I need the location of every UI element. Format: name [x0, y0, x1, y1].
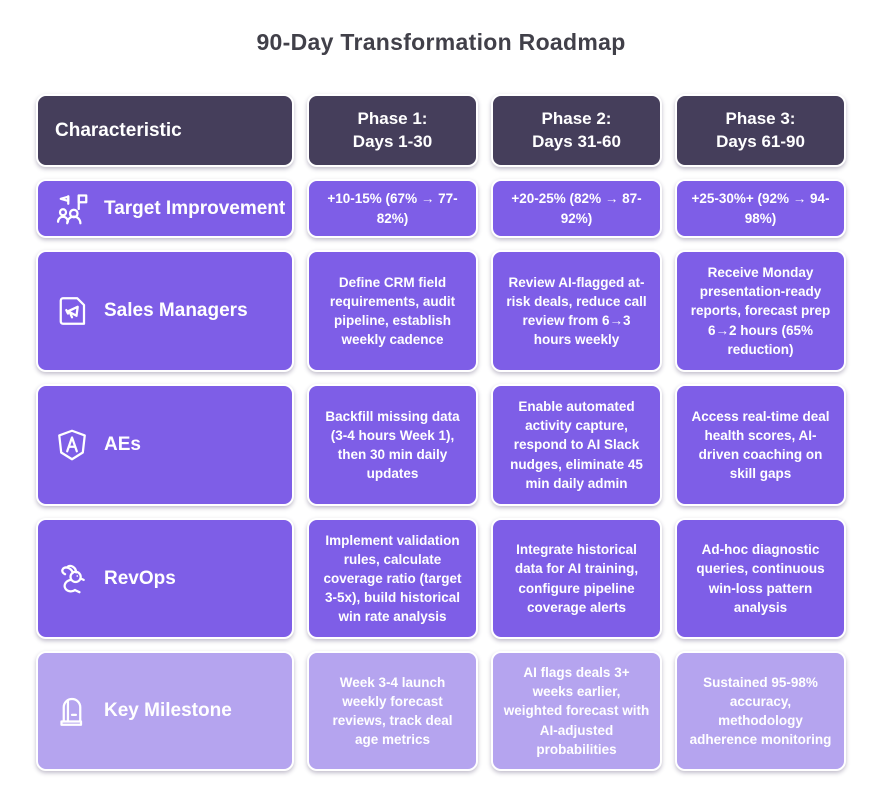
row-label-key-milestone: Key Milestone [36, 651, 294, 771]
cell-aes-phase-1: Backfill missing data (3-4 hours Week 1)… [307, 384, 478, 506]
megaphone-document-icon [54, 293, 90, 329]
header-phase-3: Phase 3: Days 61-90 [675, 94, 846, 167]
row-label-text: AEs [104, 434, 141, 455]
phase-2-title: Phase 2: [541, 108, 612, 128]
cell-sales-phase-3: Receive Monday presentation-ready report… [675, 250, 846, 372]
row-label-target-improvement: Target Improvement [36, 179, 294, 238]
cell-milestone-phase-2: AI flags deals 3+ weeks earlier, weighte… [491, 651, 662, 771]
header-characteristic: Characteristic [36, 94, 294, 167]
cell-milestone-phase-3: Sustained 95-98% accuracy, methodology a… [675, 651, 846, 771]
cell-milestone-phase-1: Week 3-4 launch weekly forecast reviews,… [307, 651, 478, 771]
cell-revops-phase-1: Implement validation rules, calculate co… [307, 518, 478, 639]
header-phase-2: Phase 2: Days 31-60 [491, 94, 662, 167]
cell-revops-phase-3: Ad-hoc diagnostic queries, continuous wi… [675, 518, 846, 639]
phase-3-days: Days 61-90 [716, 131, 805, 151]
row-label-revops: RevOps [36, 518, 294, 639]
milestone-marker-icon [54, 693, 90, 729]
row-label-text: Target Improvement [104, 197, 286, 219]
roadmap-table: Characteristic Phase 1: Days 1-30 Phase … [36, 94, 846, 771]
phase-1-title: Phase 1: [357, 108, 428, 128]
row-label-aes: AEs [36, 384, 294, 506]
cell-sales-phase-1: Define CRM field requirements, audit pip… [307, 250, 478, 372]
header-phase-1: Phase 1: Days 1-30 [307, 94, 478, 167]
row-label-text: RevOps [104, 567, 176, 589]
row-label-text: Sales Managers [104, 300, 248, 321]
phase-3-title: Phase 3: [725, 108, 796, 128]
goal-flag-people-icon [54, 191, 90, 227]
rabbit-icon [54, 561, 90, 597]
cell-sales-phase-2: Review AI-flagged at-risk deals, reduce … [491, 250, 662, 372]
cell-target-phase-1: +10-15% (67% → 77-82%) [307, 179, 478, 238]
row-label-text: Key Milestone [104, 700, 232, 721]
phase-1-days: Days 1-30 [352, 131, 433, 151]
cell-aes-phase-2: Enable automated activity capture, respo… [491, 384, 662, 506]
cell-aes-phase-3: Access real-time deal health scores, AI-… [675, 384, 846, 506]
page-title: 90-Day Transformation Roadmap [256, 29, 626, 55]
phase-2-days: Days 31-60 [532, 131, 621, 151]
row-label-sales-managers: Sales Managers [36, 250, 294, 372]
cell-target-phase-3: +25-30%+ (92% → 94-98%) [675, 179, 846, 238]
shield-a-icon [54, 427, 90, 463]
cell-revops-phase-2: Integrate historical data for AI trainin… [491, 518, 662, 639]
cell-target-phase-2: +20-25% (82% → 87-92%) [491, 179, 662, 238]
